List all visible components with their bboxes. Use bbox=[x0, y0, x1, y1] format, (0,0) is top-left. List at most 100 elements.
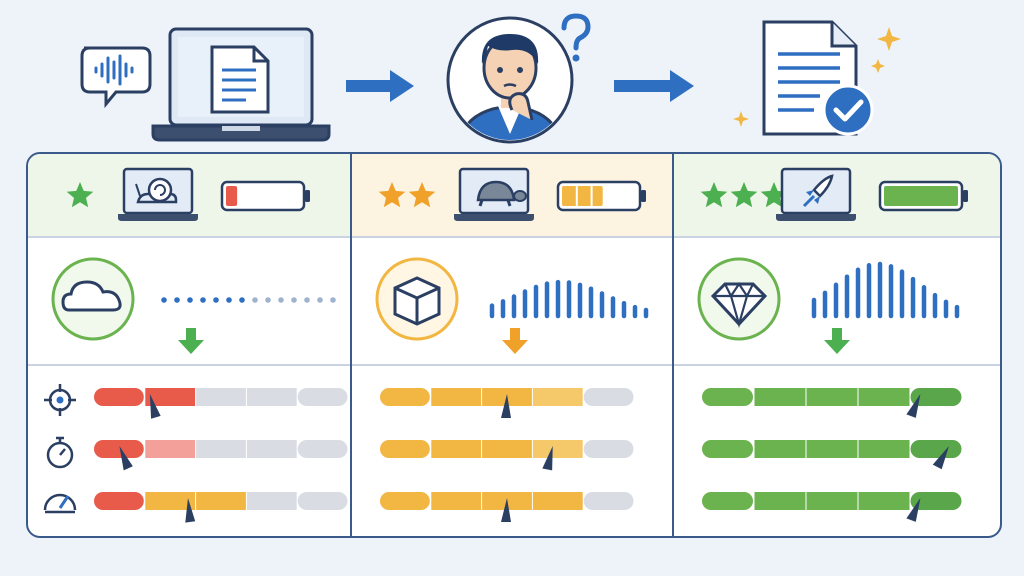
star-icon bbox=[378, 182, 406, 208]
arrow-down-icon bbox=[178, 328, 204, 354]
diamond-icon bbox=[710, 282, 768, 329]
speedometer-icon bbox=[43, 493, 77, 514]
metric-segment bbox=[431, 440, 482, 458]
speedometer-icon bbox=[43, 493, 77, 514]
arrow-right-icon bbox=[614, 70, 694, 102]
metrics-row bbox=[674, 366, 1000, 536]
metric-segment bbox=[246, 388, 297, 406]
star-rating bbox=[66, 182, 94, 208]
tier-column-medium bbox=[350, 154, 674, 536]
sparkle-icon bbox=[877, 27, 901, 51]
tier-header bbox=[352, 154, 674, 238]
metric-needle bbox=[932, 446, 949, 470]
star-icon bbox=[700, 182, 728, 208]
metric-segment bbox=[532, 440, 583, 458]
signal-dot bbox=[174, 297, 180, 303]
signal-dot bbox=[304, 297, 310, 303]
model-badge bbox=[697, 257, 781, 341]
tier-column-high bbox=[672, 154, 1000, 536]
star-icon bbox=[66, 182, 94, 208]
metric-needle bbox=[185, 498, 196, 523]
metric-bar bbox=[702, 388, 962, 418]
metric-segment bbox=[858, 440, 910, 458]
metric-bar bbox=[702, 440, 962, 470]
stopwatch-icon bbox=[46, 436, 74, 469]
question-mark-icon bbox=[561, 13, 591, 62]
model-badge bbox=[375, 257, 459, 341]
metric-segment bbox=[910, 492, 962, 510]
metric-segment bbox=[145, 440, 196, 458]
metric-segment bbox=[246, 492, 297, 510]
metric-needle bbox=[501, 498, 511, 522]
metric-segment bbox=[910, 440, 962, 458]
signal-dot bbox=[161, 297, 167, 303]
document-icon bbox=[210, 45, 270, 114]
metric-segment bbox=[431, 492, 482, 510]
metric-segment bbox=[145, 492, 196, 510]
metric-segment bbox=[196, 492, 246, 510]
signal-waveform-medium bbox=[489, 279, 649, 319]
signal-dot bbox=[317, 297, 323, 303]
metric-segment bbox=[196, 440, 246, 458]
metric-segment bbox=[482, 440, 532, 458]
arrow-down-icon bbox=[502, 328, 528, 354]
metric-segment bbox=[702, 492, 753, 510]
metric-segment bbox=[754, 492, 806, 510]
metric-segment bbox=[431, 388, 482, 406]
signal-dot bbox=[265, 297, 271, 303]
metric-segment bbox=[532, 492, 583, 510]
star-icon bbox=[730, 182, 758, 208]
metric-needle bbox=[542, 445, 553, 471]
laptop-icon bbox=[776, 167, 856, 221]
laptop-icon bbox=[151, 27, 331, 142]
metric-bar bbox=[380, 440, 634, 471]
metric-segment bbox=[583, 492, 634, 510]
signal-dot bbox=[187, 297, 193, 303]
signal-waveform-high bbox=[811, 261, 960, 319]
battery-icon bbox=[556, 180, 646, 212]
metric-bar bbox=[94, 440, 348, 471]
metric-segment bbox=[858, 492, 910, 510]
metric-segment bbox=[196, 388, 246, 406]
sparkle-icon bbox=[733, 111, 749, 127]
metric-segment bbox=[532, 388, 583, 406]
turtle-icon bbox=[476, 180, 527, 207]
arrow-right-icon bbox=[346, 70, 414, 102]
battery-icon bbox=[878, 180, 968, 212]
model-row bbox=[352, 238, 674, 366]
metric-segment bbox=[910, 388, 962, 406]
signal-dot bbox=[239, 297, 245, 303]
stopwatch-icon bbox=[46, 436, 74, 469]
metric-segment bbox=[806, 492, 858, 510]
battery-icon bbox=[220, 180, 310, 212]
star-rating bbox=[378, 182, 436, 208]
document-check-icon bbox=[762, 20, 874, 136]
signal-dot bbox=[226, 297, 232, 303]
star-icon bbox=[408, 182, 436, 208]
model-badge bbox=[51, 257, 135, 341]
signal-dot bbox=[213, 297, 219, 303]
metric-bar bbox=[94, 492, 348, 523]
battery-level bbox=[562, 186, 603, 206]
metric-needle bbox=[906, 498, 921, 522]
metric-segment bbox=[858, 388, 910, 406]
battery-level bbox=[884, 186, 958, 206]
speech-bubble-icon bbox=[80, 46, 152, 108]
person-thinking-icon bbox=[446, 16, 574, 144]
tier-comparison-panel bbox=[26, 152, 1002, 538]
metric-bar bbox=[702, 492, 962, 522]
laptop-icon bbox=[118, 167, 198, 221]
rocket-icon bbox=[802, 174, 834, 208]
metric-needle bbox=[501, 394, 511, 418]
metric-segment bbox=[806, 440, 858, 458]
snail-icon bbox=[135, 177, 178, 204]
metric-segment bbox=[583, 440, 634, 458]
laptop-icon bbox=[454, 167, 534, 221]
metric-segment bbox=[583, 388, 634, 406]
signal-dot bbox=[291, 297, 297, 303]
tier-column-low bbox=[28, 154, 350, 536]
model-row bbox=[28, 238, 350, 366]
signal-dot bbox=[252, 297, 258, 303]
metric-segment bbox=[754, 388, 806, 406]
metric-segment bbox=[145, 388, 196, 406]
